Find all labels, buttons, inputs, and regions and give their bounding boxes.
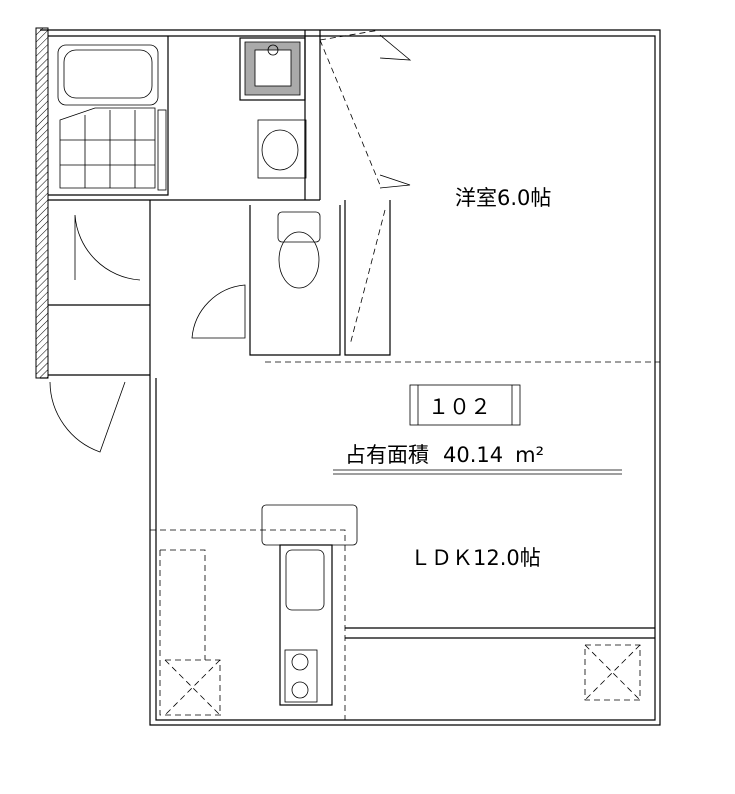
bathroom (48, 36, 320, 201)
unit-number-box (409, 384, 521, 426)
unit-number: １０２ (428, 395, 491, 419)
room-label-western: 洋室6.0帖 (455, 186, 551, 210)
room-label-ldk: ＬＤＫ12.0帖 (410, 546, 541, 570)
washroom (239, 29, 412, 200)
hall-doors (48, 200, 151, 453)
closet (265, 200, 660, 363)
area-unit: m² (515, 443, 544, 467)
outer-walls (35, 27, 661, 726)
area-label: 占有面積 40.14 m² (345, 443, 544, 467)
toilet (191, 205, 341, 356)
kitchen (150, 504, 655, 720)
area-value: 40.14 (443, 443, 503, 467)
area-caption: 占有面積 (345, 443, 429, 467)
